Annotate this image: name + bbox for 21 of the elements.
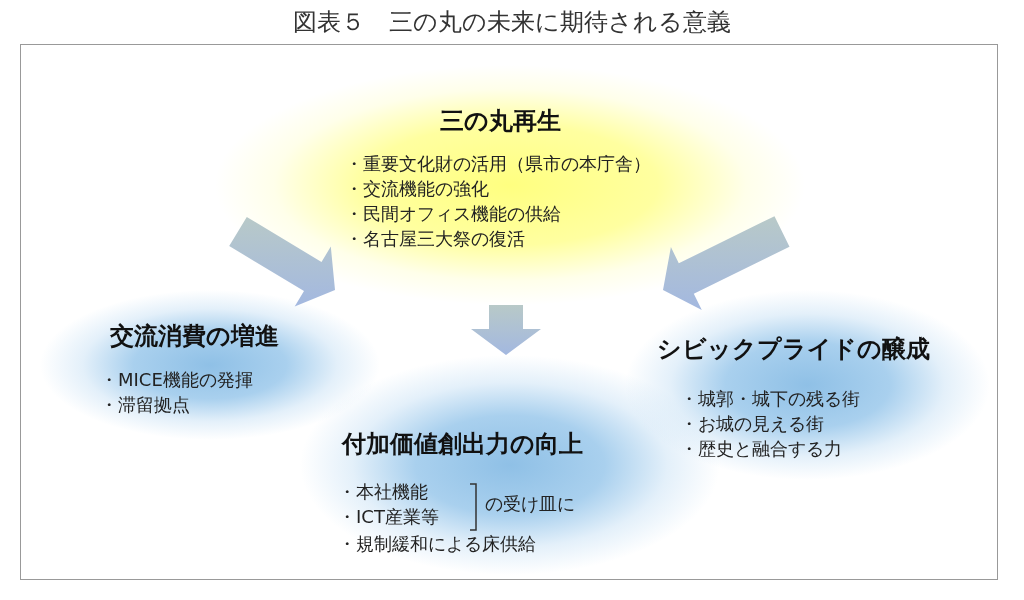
node-heading: シビックプライドの醸成 xyxy=(657,334,930,365)
figure-title: 図表５ 三の丸の未来に期待される意義 xyxy=(292,7,732,38)
node-item: ・重要文化財の活用（県市の本庁舎） xyxy=(345,152,651,176)
node-item: ・本社機能 xyxy=(338,480,428,504)
node-item: ・民間オフィス機能の供給 xyxy=(345,202,561,226)
node-item: ・規制緩和による床供給 xyxy=(338,532,536,556)
node-heading: 三の丸再生 xyxy=(440,106,561,137)
node-item: ・名古屋三大祭の復活 xyxy=(345,227,525,251)
node-item: ・お城の見える街 xyxy=(680,412,824,436)
block-arrow xyxy=(663,216,790,310)
node-heading: 付加価値創出力の向上 xyxy=(342,429,583,460)
node-item: ・滞留拠点 xyxy=(100,393,190,417)
node-item: ・MICE機能の発揮 xyxy=(100,368,253,392)
node-item: ・ICT産業等 xyxy=(338,505,439,529)
node-item: ・交流機能の強化 xyxy=(345,177,489,201)
node-heading: 交流消費の増進 xyxy=(110,321,279,352)
node-item: ・城郭・城下の残る街 xyxy=(680,387,860,411)
node-item: の受け皿に xyxy=(485,492,575,516)
block-arrow xyxy=(229,216,335,307)
node-item: ・歴史と融合する力 xyxy=(680,437,842,461)
block-arrow xyxy=(471,305,541,355)
